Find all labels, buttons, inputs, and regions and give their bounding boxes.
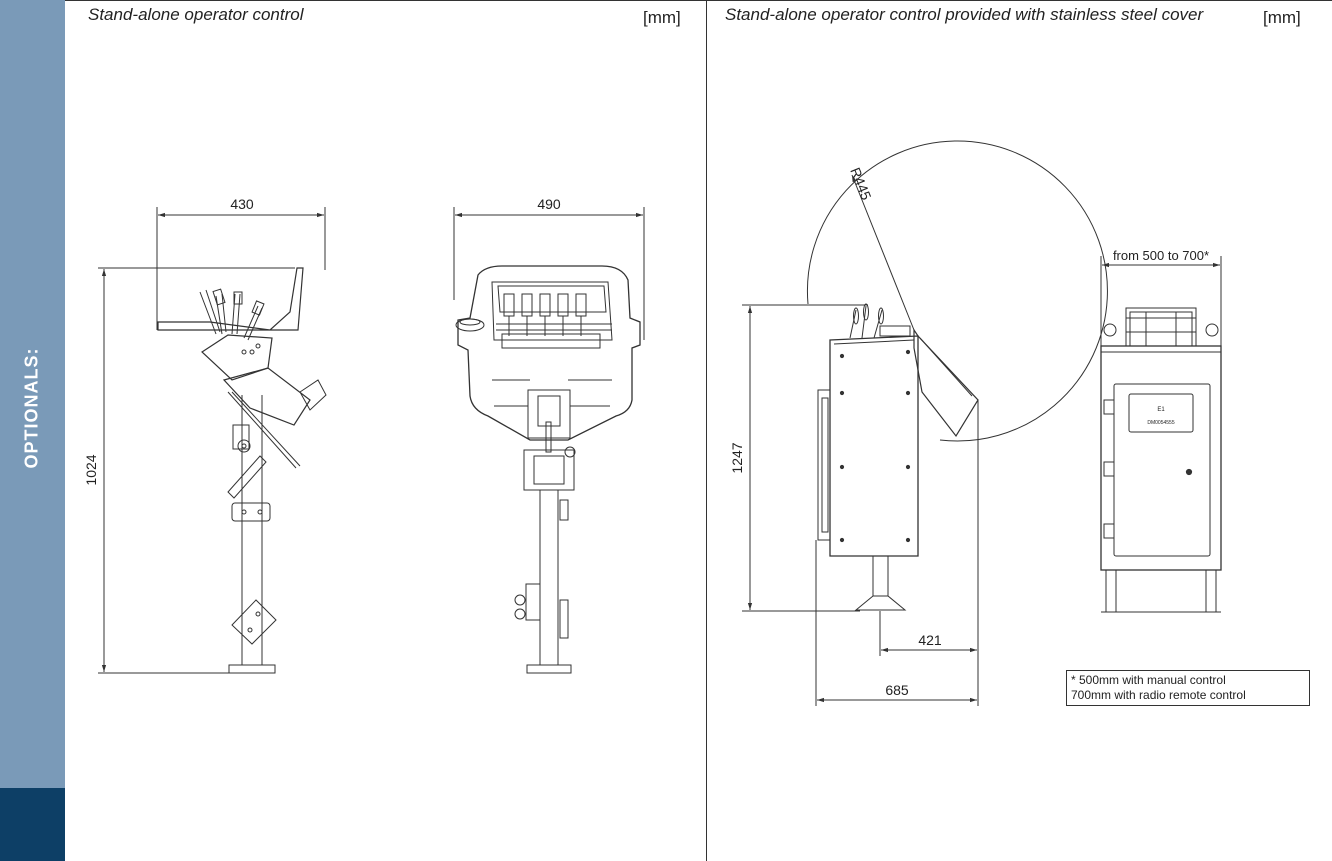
side-view-operator-control: 430 1024	[83, 196, 327, 674]
panel-left-title: Stand-alone operator control	[88, 5, 304, 24]
panel-left-unit: [mm]	[643, 8, 681, 27]
dim-label-1247: 1247	[729, 442, 745, 473]
dim-label-421: 421	[918, 632, 942, 648]
footnote-line-1: * 500mm with manual control	[1071, 673, 1226, 687]
panel-divider	[706, 0, 707, 861]
panel-right-title: Stand-alone operator control provided wi…	[725, 5, 1204, 24]
dim-label-430: 430	[230, 196, 254, 212]
sidebar	[0, 0, 65, 861]
dim-label-685: 685	[885, 682, 909, 698]
footnote-line-2: 700mm with radio remote control	[1071, 688, 1246, 702]
dim-label-front-width: from 500 to 700*	[1113, 248, 1209, 263]
cabinet-label-line1: E1	[1157, 407, 1165, 413]
panel-right-unit: [mm]	[1263, 8, 1301, 27]
dim-label-1024: 1024	[83, 454, 99, 485]
front-view-covered-control: from 500 to 700* E1 DM0054555	[1100, 248, 1222, 613]
radius-arc	[806, 140, 1108, 442]
dim-label-r445: R445	[847, 165, 874, 202]
top-rule	[65, 0, 1332, 1]
dim-line-r445	[851, 174, 915, 331]
side-view-covered-control: R445 1247 421 685	[729, 140, 1108, 706]
joystick-levers	[503, 293, 587, 336]
sidebar-footer-block	[0, 788, 65, 861]
dim-label-490: 490	[537, 196, 561, 212]
footnote-box: * 500mm with manual control 700mm with r…	[1066, 670, 1310, 706]
cabinet-label-line2: DM0054555	[1147, 420, 1174, 426]
front-view-operator-control: 490	[453, 196, 645, 674]
